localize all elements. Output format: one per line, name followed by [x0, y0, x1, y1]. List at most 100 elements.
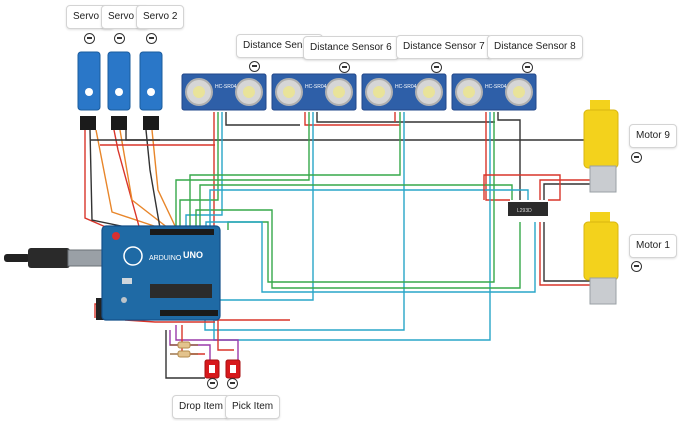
driver-chip [508, 202, 548, 216]
motor-driver[interactable]: L293D [508, 202, 548, 216]
wire-servo2-ground[interactable] [145, 129, 161, 229]
pick-item-label: Pick Item [225, 395, 281, 419]
wire-driver-vcc-loop[interactable] [483, 174, 561, 201]
distance-sensor-7-remove-icon[interactable] [431, 62, 442, 73]
wire-buttons-gnd[interactable] [165, 330, 205, 379]
sensor-mesh [423, 86, 435, 98]
servo-3-remove-icon[interactable] [114, 33, 125, 44]
distance-sensor-7[interactable]: HC-SR04 [361, 73, 447, 111]
servo-connector [80, 116, 96, 130]
wire-ds6-trig[interactable] [175, 112, 310, 230]
servo-4[interactable] [77, 51, 101, 130]
motor-can [589, 165, 617, 193]
arduino-model-text: UNO [183, 250, 203, 260]
wire-buttons-power-2[interactable] [217, 318, 234, 351]
servo-horn [147, 88, 155, 96]
servo-4-remove-icon[interactable] [84, 33, 95, 44]
distance-sensor-8[interactable]: HC-SR04 [451, 73, 537, 111]
arduino-brand-text: ARDUINO [149, 255, 182, 262]
servo-2[interactable] [139, 51, 163, 130]
motor-1-remove-icon[interactable] [631, 261, 642, 272]
resistor-2[interactable] [170, 350, 198, 358]
sensor-mesh [513, 86, 525, 98]
sensor-marking: HC-SR04 [305, 84, 327, 90]
wire-servo3-ground[interactable] [125, 130, 160, 141]
wire-ds6-gnd[interactable] [316, 112, 495, 123]
drop-item-button[interactable] [204, 359, 220, 379]
reset-button[interactable] [112, 232, 120, 240]
wire-driver-en[interactable] [209, 189, 529, 230]
distance-sensor-8-remove-icon[interactable] [522, 62, 533, 73]
sensor-mesh [333, 86, 345, 98]
usb-cable-body [28, 248, 70, 268]
servo-connector [143, 116, 159, 130]
button-cap [230, 365, 236, 373]
wire-driver-in2[interactable] [199, 184, 513, 230]
motor-1-label: Motor 1 [629, 234, 677, 258]
wire-ds5-echo[interactable] [185, 112, 223, 230]
usb-port [67, 249, 107, 267]
servo-body [107, 51, 131, 111]
pick-item-button[interactable] [225, 359, 241, 379]
drop-item-remove-icon[interactable] [207, 378, 218, 389]
pick-item-remove-icon[interactable] [227, 378, 238, 389]
servo-horn [115, 88, 123, 96]
arduino-logo [123, 246, 143, 266]
servo-connector [111, 116, 127, 130]
sensor-mesh [373, 86, 385, 98]
usb-cable-plug [4, 254, 30, 262]
wire-motor9-plus[interactable] [539, 179, 600, 200]
wire-ds7-trig[interactable] [189, 112, 401, 230]
wire-ds5-trig[interactable] [179, 112, 219, 230]
wire-servo3-power[interactable] [113, 129, 141, 231]
servo-body [139, 51, 163, 111]
wire-pick-signal[interactable] [175, 325, 239, 360]
wire-ds8-vcc[interactable] [485, 112, 510, 201]
wire-servo3-signal[interactable] [119, 129, 169, 229]
wire-servo2-signal[interactable] [151, 129, 177, 229]
wire-servo4-power[interactable] [84, 130, 109, 229]
distance-sensor-7-label: Distance Sensor 7 [396, 35, 492, 59]
distance-sensor-8-label: Distance Sensor 8 [487, 35, 583, 59]
button-cap [209, 365, 215, 373]
atmega-chip [150, 284, 212, 298]
distance-sensor-6-remove-icon[interactable] [339, 62, 350, 73]
motor-gearbox [583, 221, 619, 281]
wire-motor9-minus[interactable] [543, 183, 600, 200]
analog-header [160, 310, 218, 316]
wire-arduino-5v[interactable] [124, 319, 215, 323]
wire-motor1-minus[interactable] [543, 222, 600, 282]
wire-ds8-gnd[interactable] [497, 112, 521, 200]
crystal [122, 278, 132, 284]
motor-9[interactable] [583, 100, 619, 193]
arduino-board [101, 225, 221, 321]
sensor-marking: HC-SR04 [395, 84, 417, 90]
wire-ds7-echo[interactable] [204, 112, 405, 331]
motor-1[interactable] [583, 212, 619, 305]
wire-ds8-echo[interactable] [213, 112, 491, 341]
sensor-mesh [463, 86, 475, 98]
distance-sensor-5-remove-icon[interactable] [249, 61, 260, 72]
servo-2-remove-icon[interactable] [146, 33, 157, 44]
wire-ds5-gnd[interactable] [225, 112, 300, 126]
arduino-uno[interactable]: ARDUINO UNO [4, 225, 221, 321]
sensor-marking: HC-SR04 [485, 84, 507, 90]
servo-3[interactable] [107, 51, 131, 130]
distance-sensor-6[interactable]: HC-SR04 [271, 73, 357, 111]
motor-can [589, 277, 617, 305]
distance-sensor-5[interactable]: HC-SR04 [181, 73, 267, 111]
resistor-1[interactable] [170, 341, 198, 349]
wire-motor1-plus[interactable] [539, 222, 600, 286]
wire-driver-in1[interactable] [195, 209, 521, 289]
sensor-marking: HC-SR04 [215, 84, 237, 90]
wire-ds6-vcc[interactable] [304, 112, 400, 126]
wire-servo4-signal[interactable] [95, 129, 161, 229]
servo-2-label: Servo 2 [136, 5, 185, 29]
sensor-mesh [283, 86, 295, 98]
wire-driver-in3[interactable] [205, 221, 536, 293]
digital-header [150, 229, 214, 235]
sensor-mesh [193, 86, 205, 98]
wire-ds8-trig[interactable] [227, 112, 495, 283]
motor-9-remove-icon[interactable] [631, 152, 642, 163]
